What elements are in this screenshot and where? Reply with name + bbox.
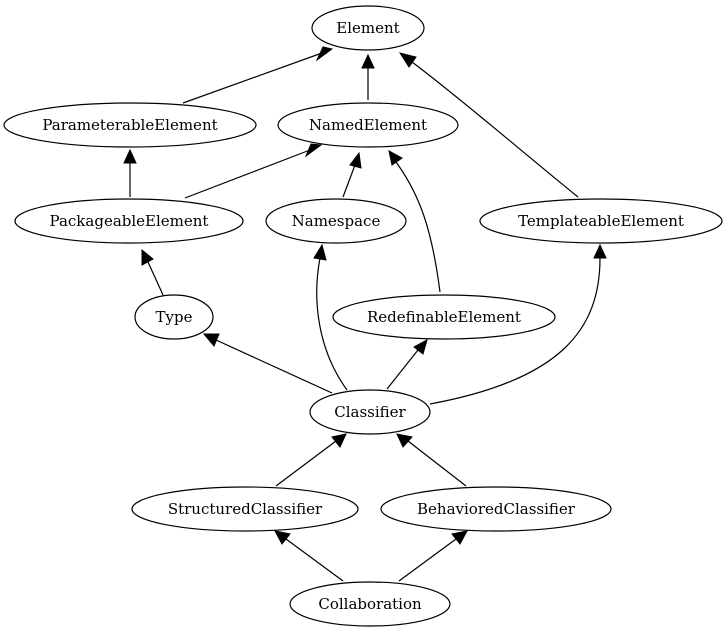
- node-behaviored-classifier: BehavioredClassifier: [380, 486, 612, 532]
- edge-templateable-element-to-element: [398, 52, 579, 198]
- node-type: Type: [134, 294, 214, 340]
- edge-structured-classifier-to-classifier: [275, 433, 347, 487]
- node-named-element-label: NamedElement: [309, 116, 427, 134]
- node-packageable-element-label: PackageableElement: [50, 212, 209, 230]
- node-structured-classifier-label: StructuredClassifier: [168, 500, 323, 518]
- edge-type-to-packageable-element: [141, 248, 164, 296]
- node-classifier: Classifier: [309, 389, 431, 435]
- edge-packageable-element-to-parameterable-element: [123, 148, 137, 197]
- node-collaboration-label: Collaboration: [318, 595, 422, 613]
- edge-redefinable-element-to-named-element: [388, 150, 441, 293]
- edge-parameterable-element-to-element: [182, 46, 334, 104]
- node-classifier-label: Classifier: [334, 403, 406, 421]
- node-element: Element: [311, 5, 425, 51]
- edge-namespace-to-named-element: [342, 151, 362, 198]
- node-element-label: Element: [336, 19, 399, 37]
- edges: [123, 46, 607, 582]
- edge-classifier-to-templateable-element: [429, 243, 607, 405]
- edge-collaboration-to-behaviored-classifier: [398, 530, 468, 582]
- node-packageable-element: PackageableElement: [14, 198, 244, 244]
- nodes: Element ParameterableElement NamedElemen…: [3, 5, 723, 627]
- node-templateable-element-label: TemplateableElement: [518, 212, 684, 230]
- node-behaviored-classifier-label: BehavioredClassifier: [417, 500, 576, 518]
- node-redefinable-element-label: RedefinableElement: [367, 308, 521, 326]
- edge-named-element-to-element: [361, 53, 375, 100]
- edge-packageable-element-to-named-element: [184, 143, 323, 199]
- edge-classifier-to-namespace: [313, 243, 348, 391]
- edge-classifier-to-redefinable-element: [386, 338, 428, 390]
- node-collaboration: Collaboration: [289, 581, 451, 627]
- node-namespace: Namespace: [265, 198, 407, 244]
- node-parameterable-element: ParameterableElement: [3, 102, 257, 148]
- node-structured-classifier: StructuredClassifier: [131, 486, 359, 532]
- node-named-element: NamedElement: [277, 102, 459, 148]
- edge-collaboration-to-structured-classifier: [274, 530, 344, 582]
- edge-behaviored-classifier-to-classifier: [396, 433, 467, 487]
- node-templateable-element: TemplateableElement: [479, 198, 723, 244]
- edge-classifier-to-type: [202, 333, 333, 394]
- node-parameterable-element-label: ParameterableElement: [42, 116, 217, 134]
- node-type-label: Type: [156, 308, 193, 326]
- node-namespace-label: Namespace: [292, 212, 381, 230]
- node-redefinable-element: RedefinableElement: [332, 294, 556, 340]
